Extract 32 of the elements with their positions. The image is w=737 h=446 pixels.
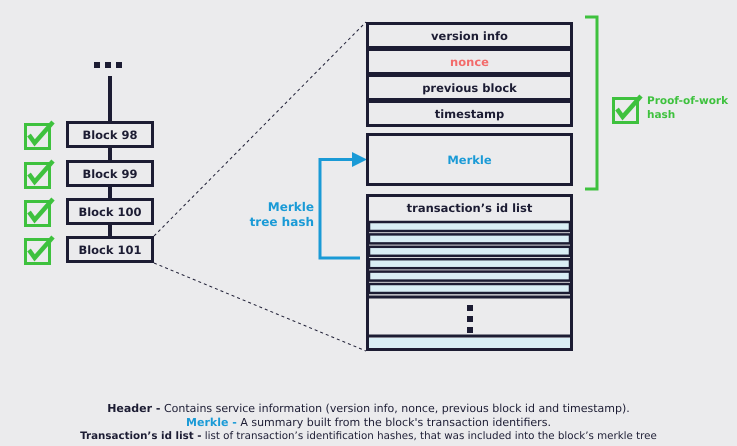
edge-label: Merkle tree hash: [248, 200, 314, 230]
header-field: [366, 22, 573, 49]
field-label: nonce: [450, 54, 489, 68]
field-label: previous block: [422, 80, 517, 94]
block-box: [66, 198, 154, 225]
zoom-line: [154, 22, 366, 236]
field-label: Merkle: [447, 152, 492, 166]
chain-link: [108, 148, 112, 160]
transaction-list-box: [366, 194, 573, 351]
arrow: [318, 152, 367, 260]
proof-of-work-label: Proof-of-work hash: [647, 94, 730, 122]
merkle-field: [366, 133, 573, 186]
block-box: [66, 160, 154, 187]
header-field: [366, 74, 573, 101]
block-box: [66, 121, 154, 148]
field-label: transaction’s id list: [406, 200, 534, 217]
header-field: [366, 100, 573, 127]
caption-text: Transaction’s id list - list of transaction’s identification hashes, that was included into the block’s merkle tree: [79, 430, 658, 442]
field-label: Block 100: [78, 204, 142, 218]
block-box: [66, 236, 154, 263]
header-field: [366, 48, 573, 75]
caption-text: Merkle - A summary built from the block's transaction identifiers.: [185, 416, 552, 429]
caption-text: Header - Contains service information (version info, nonce, previous block id and timestamp).: [106, 402, 631, 415]
field-label: Block 101: [78, 242, 142, 256]
field-label: version info: [431, 28, 508, 42]
chain-link: [108, 76, 112, 121]
zoom-line: [154, 262, 366, 352]
chain-link: [108, 225, 112, 236]
field-label: Block 98: [82, 128, 138, 142]
chain-link: [108, 187, 112, 198]
field-label: timestamp: [434, 106, 504, 120]
field-label: Block 99: [82, 166, 138, 180]
